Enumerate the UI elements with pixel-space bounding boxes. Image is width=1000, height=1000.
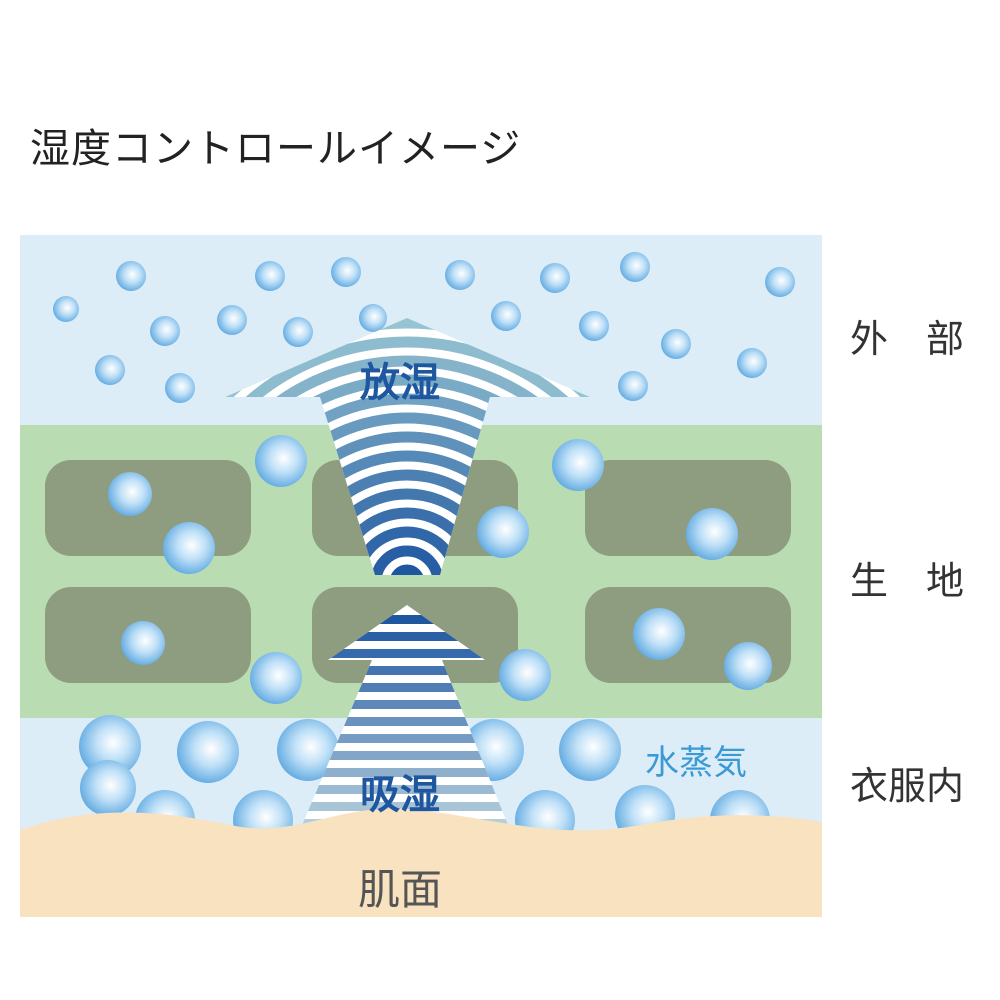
water-bubble (724, 642, 772, 690)
water-bubble (121, 621, 165, 665)
water-bubble (217, 305, 247, 335)
water-bubble (620, 252, 650, 282)
vapor-label: 水蒸気 (645, 743, 747, 783)
release-stripe (225, 393, 590, 575)
absorb-stripe (300, 768, 510, 777)
water-bubble (277, 719, 339, 781)
release-stripe (370, 545, 444, 575)
absorb-stripe (300, 717, 510, 726)
fabric-label: 生 地 (850, 559, 965, 603)
release-stripe (294, 469, 520, 575)
absorb-stripe (300, 632, 510, 641)
water-bubble (150, 316, 180, 346)
release-stripe (256, 431, 558, 575)
water-bubble (540, 263, 570, 293)
diagram-title: 湿度コントロールイメージ (30, 126, 522, 172)
release-stripe (389, 564, 425, 575)
inside-clothes-label: 衣服内 (850, 764, 965, 808)
water-bubble (559, 719, 621, 781)
water-bubble (331, 257, 361, 287)
water-bubble (477, 506, 529, 558)
water-bubble (116, 261, 146, 291)
release-stripe (332, 507, 482, 575)
release-label: 放湿 (360, 360, 440, 406)
water-bubble (737, 348, 767, 378)
water-bubble (163, 522, 215, 574)
absorb-stripe (300, 683, 510, 692)
absorb-stripe (300, 615, 510, 624)
absorb-stripe (300, 751, 510, 760)
water-bubble (177, 721, 239, 783)
fiber-block (585, 460, 791, 556)
absorb-stripe (300, 734, 510, 743)
water-bubble (165, 373, 195, 403)
water-bubble (661, 329, 691, 359)
release-stripe (275, 450, 539, 575)
release-stripe (225, 318, 590, 575)
absorb-stripe (300, 666, 510, 675)
release-stripe (225, 336, 590, 575)
water-bubble (445, 260, 475, 290)
water-bubble (359, 304, 387, 332)
release-stripe (225, 374, 590, 575)
release-stripe (313, 488, 501, 575)
release-stripe (237, 412, 577, 575)
water-bubble (765, 267, 795, 297)
release-arrow (225, 318, 590, 575)
water-bubble (250, 652, 302, 704)
water-bubble (499, 649, 551, 701)
release-stripe (351, 526, 463, 575)
water-bubble (79, 715, 141, 777)
absorb-stripe (300, 785, 510, 794)
absorb-stripe (300, 802, 510, 811)
water-bubble (552, 439, 604, 491)
skin-layer (20, 808, 822, 917)
outside-label: 外 部 (850, 317, 965, 361)
absorb-stripe (300, 700, 510, 709)
water-bubble (255, 261, 285, 291)
water-bubble (53, 296, 79, 322)
water-bubble (618, 371, 648, 401)
absorb-stripe (300, 649, 510, 658)
water-bubble (491, 301, 521, 331)
absorb-label: 吸湿 (360, 772, 440, 818)
water-bubble (283, 317, 313, 347)
water-bubble (633, 608, 685, 660)
water-bubble (108, 472, 152, 516)
water-bubble (579, 311, 609, 341)
water-bubble (95, 355, 125, 385)
water-bubble (80, 760, 136, 816)
skin-label: 肌面 (358, 865, 443, 914)
fiber-block (45, 460, 251, 556)
water-bubble (686, 508, 738, 560)
water-bubble (255, 435, 307, 487)
release-stripe (225, 355, 590, 575)
